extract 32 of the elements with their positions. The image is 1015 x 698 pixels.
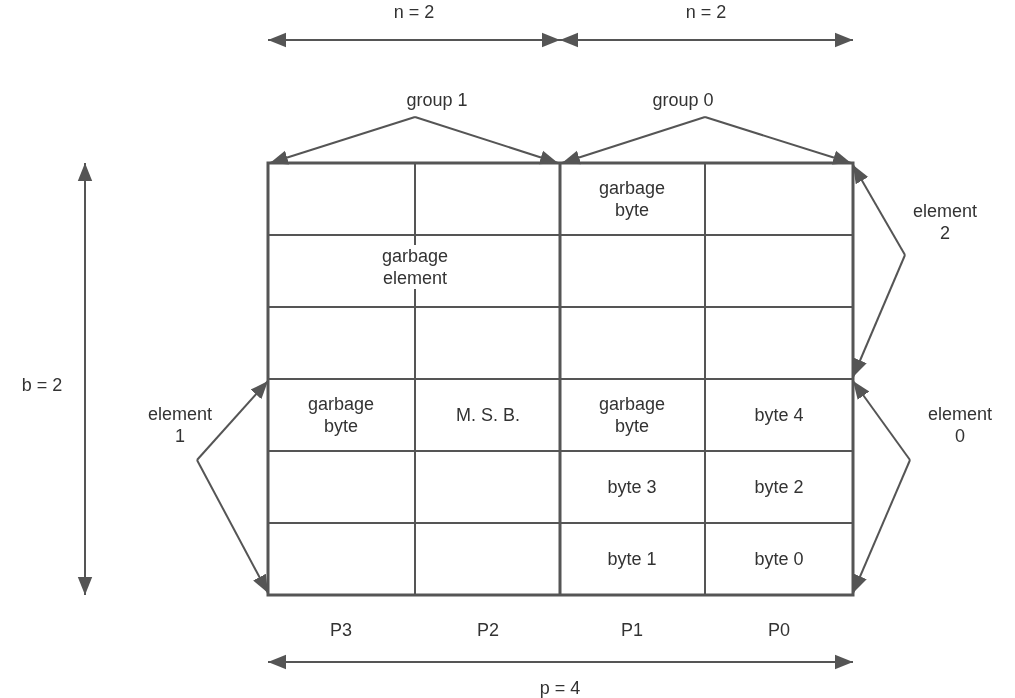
cell-text: garbage byte [597, 393, 667, 437]
cell-text: M. S. B. [455, 404, 521, 426]
leader-label: element 0 [925, 403, 995, 447]
column-label: P1 [620, 619, 644, 641]
cell-text: garbage byte [306, 393, 376, 437]
dimension-label: b = 2 [20, 374, 64, 396]
leader-label: group 1 [392, 89, 482, 111]
dimension-label: n = 2 [684, 1, 728, 23]
cell-text: byte 0 [753, 548, 805, 570]
cell-text: byte 3 [606, 476, 658, 498]
column-label: P0 [767, 619, 791, 641]
leader-line [414, 116, 559, 165]
leader-line [852, 380, 911, 461]
leader-line [196, 380, 269, 461]
cell-text: byte 2 [753, 476, 805, 498]
leader-line [704, 116, 852, 165]
leader-line [852, 164, 906, 256]
leader-line [852, 459, 911, 594]
leader-line [269, 116, 416, 165]
leader-line [561, 116, 706, 165]
cell-text: byte 1 [606, 548, 658, 570]
column-label: P3 [329, 619, 353, 641]
leader-line [852, 254, 906, 378]
column-label: P2 [476, 619, 500, 641]
dimension-label: n = 2 [392, 1, 436, 23]
leader-label: group 0 [638, 89, 728, 111]
leader-label: element 2 [910, 200, 980, 244]
leader-line [196, 459, 269, 594]
cell-text: byte 4 [753, 404, 805, 426]
dimension-label: p = 4 [538, 677, 582, 698]
cell-text: garbage byte [597, 177, 667, 221]
leader-label: element 1 [145, 403, 215, 447]
